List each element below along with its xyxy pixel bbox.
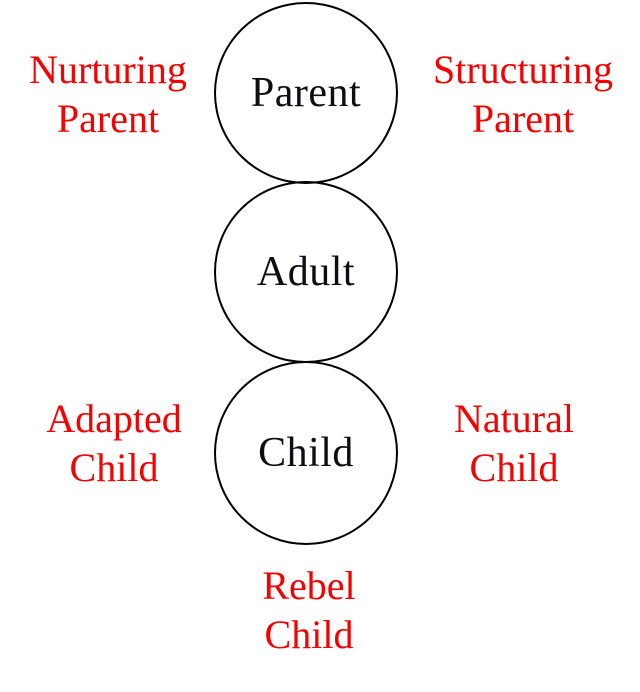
annotation-adapted-child: Adapted Child: [46, 396, 182, 490]
annotation-rebel-child: Rebel Child: [262, 563, 356, 657]
circle-adult-label: Adult: [256, 249, 356, 295]
circle-adult: Adult: [214, 181, 398, 363]
circle-parent: Parent: [214, 2, 398, 184]
circle-child-label: Child: [258, 430, 354, 476]
annotation-structuring-parent: Structuring Parent: [433, 47, 613, 141]
circle-child: Child: [214, 361, 398, 545]
annotation-natural-child: Natural Child: [454, 396, 574, 490]
annotation-nurturing-parent: Nurturing Parent: [29, 47, 187, 141]
circle-parent-label: Parent: [250, 70, 362, 116]
